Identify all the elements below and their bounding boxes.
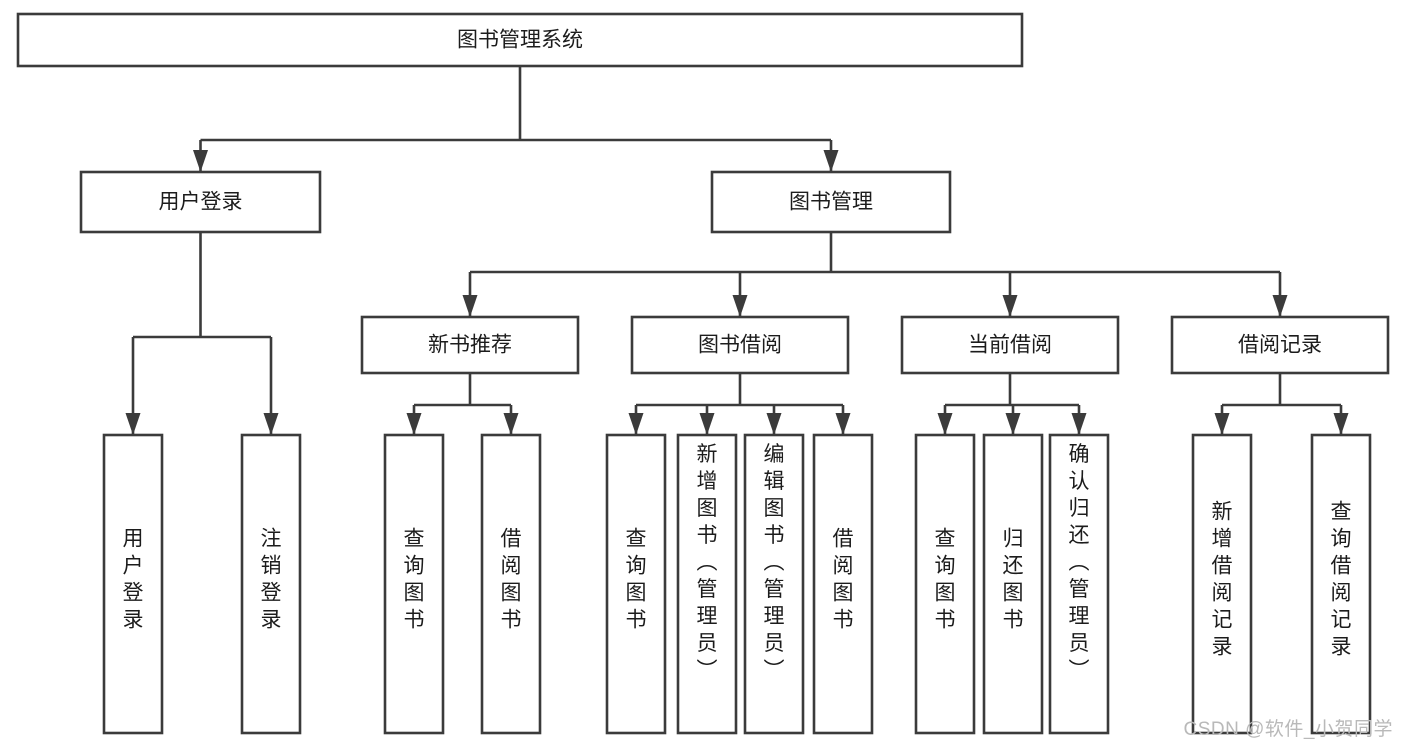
edges-layer: [125, 66, 1349, 435]
arrow-head-icon: [1005, 413, 1021, 435]
node-box[interactable]: [1048, 433, 1110, 735]
node-label: 借阅图书: [833, 528, 854, 632]
node-leaf-query-record[interactable]: 查询借阅记录: [1310, 433, 1372, 735]
node-book-borrow[interactable]: 图书借阅: [630, 315, 850, 375]
node-box[interactable]: [812, 433, 874, 735]
node-box[interactable]: [710, 170, 952, 234]
node-leaf-user-logout[interactable]: 注销登录: [240, 433, 302, 735]
node-box[interactable]: [1310, 433, 1372, 735]
arrow-head-icon: [1272, 295, 1288, 317]
arrow-head-icon: [732, 295, 748, 317]
node-label: 新增图书︵管理员︶: [697, 443, 718, 682]
node-label: 编辑图书︵管理员︶: [764, 443, 785, 682]
arrow-head-icon: [1333, 413, 1349, 435]
arrow-head-icon: [835, 413, 851, 435]
watermark-label: CSDN @软件_小贺同学: [1183, 719, 1393, 740]
node-leaf-query-book-1[interactable]: 查询图书: [383, 433, 445, 735]
node-box[interactable]: [240, 433, 302, 735]
node-label: 借阅记录: [1238, 334, 1322, 357]
node-box[interactable]: [102, 433, 164, 735]
arrow-head-icon: [503, 413, 519, 435]
node-leaf-return-book[interactable]: 归还图书: [982, 433, 1044, 735]
arrow-head-icon: [1002, 295, 1018, 317]
node-leaf-confirm-return[interactable]: 确认归还︵管理员︶: [1048, 433, 1110, 735]
node-box[interactable]: [743, 433, 805, 735]
arrow-head-icon: [125, 413, 141, 435]
node-box[interactable]: [630, 315, 850, 375]
node-box[interactable]: [900, 315, 1120, 375]
nodes-layer: 图书管理系统用户登录图书管理新书推荐图书借阅当前借阅借阅记录用户登录注销登录查询…: [16, 12, 1390, 735]
node-box[interactable]: [1170, 315, 1390, 375]
node-label: 确认归还︵管理员︶: [1069, 443, 1090, 682]
node-box[interactable]: [605, 433, 667, 735]
node-book-manage[interactable]: 图书管理: [710, 170, 952, 234]
node-box[interactable]: [360, 315, 580, 375]
node-borrow-record[interactable]: 借阅记录: [1170, 315, 1390, 375]
node-label: 查询图书: [935, 528, 956, 632]
arrow-head-icon: [1071, 413, 1087, 435]
arrow-head-icon: [1214, 413, 1230, 435]
arrow-head-icon: [628, 413, 644, 435]
node-label: 查询图书: [404, 528, 425, 632]
node-box[interactable]: [16, 12, 1024, 68]
node-leaf-user-login[interactable]: 用户登录: [102, 433, 164, 735]
node-label: 新增借阅记录: [1212, 501, 1233, 659]
arrow-head-icon: [193, 150, 208, 172]
node-label: 注销登录: [261, 528, 282, 632]
arrow-head-icon: [699, 413, 715, 435]
node-box[interactable]: [480, 433, 542, 735]
node-box[interactable]: [1191, 433, 1253, 735]
arrow-head-icon: [766, 413, 782, 435]
node-box[interactable]: [676, 433, 738, 735]
node-root[interactable]: 图书管理系统: [16, 12, 1024, 68]
node-label: 图书管理: [789, 191, 873, 214]
node-new-book-rec[interactable]: 新书推荐: [360, 315, 580, 375]
node-leaf-borrow-book-2[interactable]: 借阅图书: [812, 433, 874, 735]
node-leaf-borrow-book-1[interactable]: 借阅图书: [480, 433, 542, 735]
node-leaf-edit-book[interactable]: 编辑图书︵管理员︶: [743, 433, 805, 735]
node-label: 查询图书: [626, 528, 647, 632]
node-box[interactable]: [982, 433, 1044, 735]
node-label: 用户登录: [123, 528, 144, 632]
arrow-head-icon: [406, 413, 422, 435]
node-leaf-add-record[interactable]: 新增借阅记录: [1191, 433, 1253, 735]
node-label: 查询借阅记录: [1331, 501, 1352, 659]
node-label: 图书借阅: [698, 334, 782, 357]
node-user-login[interactable]: 用户登录: [79, 170, 322, 234]
node-box[interactable]: [383, 433, 445, 735]
arrow-head-icon: [823, 150, 839, 172]
node-label: 当前借阅: [968, 334, 1052, 357]
node-label: 新书推荐: [428, 334, 512, 357]
node-label: 归还图书: [1003, 528, 1024, 632]
arrow-head-icon: [937, 413, 953, 435]
arrow-head-icon: [263, 413, 279, 435]
node-label: 借阅图书: [501, 528, 522, 632]
node-leaf-query-book-2[interactable]: 查询图书: [605, 433, 667, 735]
node-leaf-query-book-3[interactable]: 查询图书: [914, 433, 976, 735]
node-box[interactable]: [79, 170, 322, 234]
node-leaf-add-book[interactable]: 新增图书︵管理员︶: [676, 433, 738, 735]
node-label: 用户登录: [159, 191, 243, 214]
node-box[interactable]: [914, 433, 976, 735]
arrow-head-icon: [462, 295, 478, 317]
node-label: 图书管理系统: [457, 29, 583, 52]
node-current-borrow[interactable]: 当前借阅: [900, 315, 1120, 375]
